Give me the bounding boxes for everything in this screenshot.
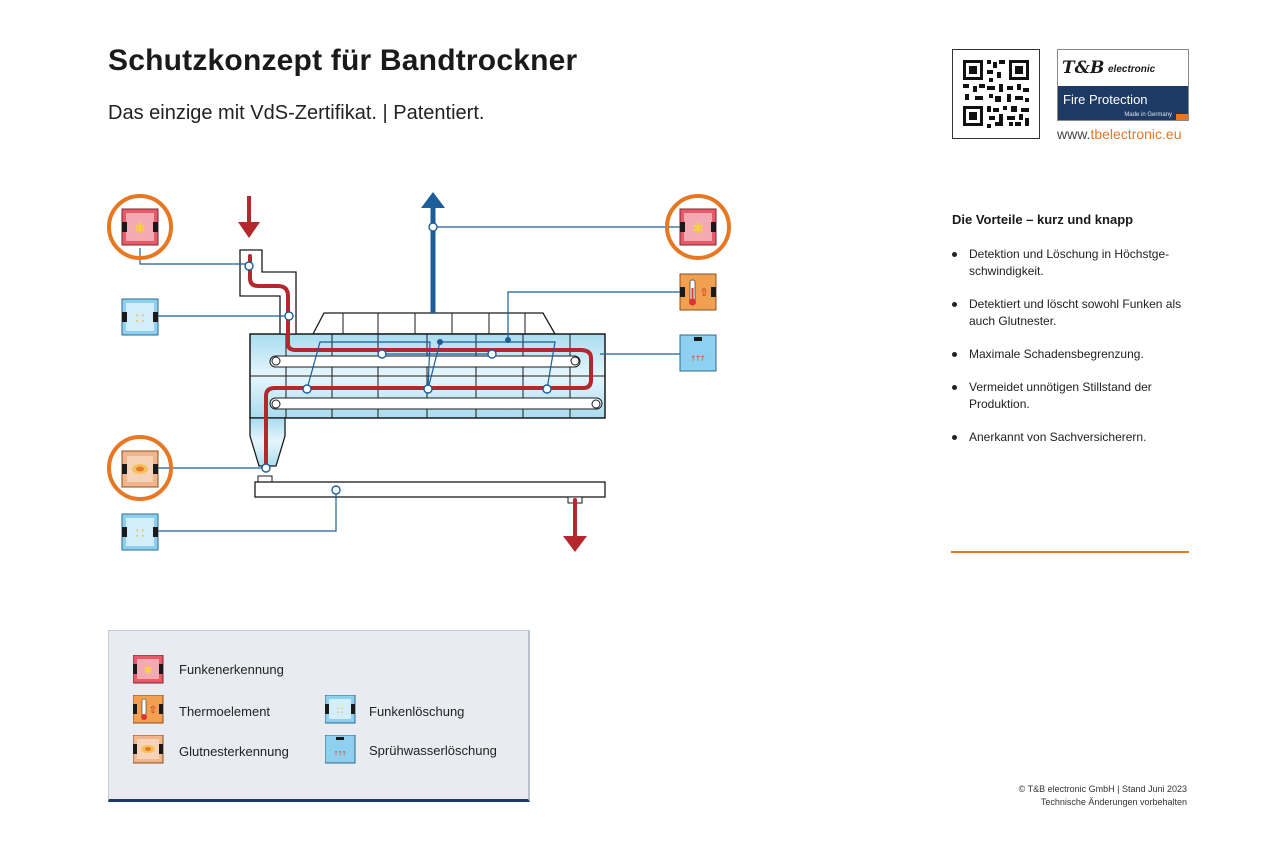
feed-arrow bbox=[238, 222, 260, 238]
belt-dryer-diagram: ✱ ∷ ✱ ⇧ ꜛꜛꜛ bbox=[107, 192, 731, 552]
company-logo[interactable]: T&B electronic Fire Protection Made in G… bbox=[1057, 49, 1189, 121]
highlight-ring bbox=[665, 194, 731, 260]
svg-text:∷: ∷ bbox=[337, 704, 344, 717]
spark-extinguishing-icon: ∷ bbox=[325, 695, 356, 724]
ember-detection-icon bbox=[133, 735, 164, 764]
spark-extinguishing-icon: ∷ bbox=[121, 298, 159, 336]
advantages-list: Detektion und Löschung in Höchstge-schwi… bbox=[952, 246, 1192, 462]
url-domain: tbelectronic.eu bbox=[1090, 126, 1182, 142]
spark-detection-icon: ✱ bbox=[133, 655, 164, 684]
url-prefix: www. bbox=[1057, 126, 1091, 142]
lower-belt bbox=[269, 397, 603, 410]
svg-text:ꜛꜛꜛ: ꜛꜛꜛ bbox=[334, 749, 346, 762]
advantage-item: Maximale Schadensbegrenzung. bbox=[952, 346, 1192, 363]
page-subtitle: Das einzige mit VdS-Zertifikat. | Patent… bbox=[108, 102, 485, 124]
advantage-item: Vermeidet unnötigen Stillstand der Produ… bbox=[952, 379, 1192, 413]
svg-text:∷: ∷ bbox=[136, 311, 145, 327]
copyright-text: © T&B electronic GmbH | Stand Juni 2023 bbox=[1018, 784, 1187, 794]
discharge-arrow bbox=[563, 536, 587, 552]
logo-accent bbox=[1176, 114, 1188, 120]
legend-label: Funkenlöschung bbox=[369, 704, 465, 719]
svg-text:∷: ∷ bbox=[136, 526, 145, 542]
footer: © T&B electronic GmbH | Stand Juni 2023 … bbox=[1019, 783, 1187, 809]
svg-text:✱: ✱ bbox=[134, 221, 146, 237]
legend-label: Funkenerkennung bbox=[179, 662, 284, 677]
ember-detection-icon bbox=[121, 450, 159, 488]
svg-text:ꜛꜛꜛ: ꜛꜛꜛ bbox=[691, 354, 706, 369]
upper-belt bbox=[269, 355, 581, 368]
exhaust-air-arrow bbox=[421, 192, 445, 208]
page-title: Schutzkonzept für Bandtrockner bbox=[108, 44, 578, 77]
feed-chute bbox=[239, 249, 297, 335]
spray-water-extinguishing-icon: ꜛꜛꜛ bbox=[325, 735, 356, 764]
spray-water-extinguishing-icon: ꜛꜛꜛ bbox=[679, 334, 717, 372]
spark-detection-icon: ✱ bbox=[121, 208, 159, 246]
highlight-ring bbox=[107, 194, 173, 260]
logo-made-in: Made in Germany bbox=[1124, 112, 1172, 118]
advantage-item: Anerkannt von Sachversicherern. bbox=[952, 429, 1192, 446]
thermocouple-icon: ⇧ bbox=[133, 695, 164, 724]
svg-text:✱: ✱ bbox=[143, 664, 152, 677]
svg-text:⇧: ⇧ bbox=[699, 286, 708, 299]
logo-brand-sub: electronic bbox=[1108, 64, 1156, 75]
legend-label: Sprühwasserlöschung bbox=[369, 743, 497, 758]
exhaust-hood bbox=[311, 312, 557, 335]
divider-line bbox=[951, 551, 1189, 553]
legend-label: Thermoelement bbox=[179, 704, 271, 719]
legend-label: Glutnesterkennung bbox=[179, 744, 289, 759]
logo-brand: T&B bbox=[1062, 58, 1105, 78]
advantage-item: Detektion und Löschung in Höchstge-schwi… bbox=[952, 246, 1192, 280]
legend-box: ✱ Funkenerkennung ⇧ Thermoelement Glutne… bbox=[108, 630, 530, 802]
website-link[interactable]: www.tbelectronic.eu bbox=[1057, 126, 1182, 142]
svg-text:⇧: ⇧ bbox=[149, 705, 157, 716]
advantage-item: Detektiert und löscht sowohl Funken als … bbox=[952, 296, 1192, 330]
highlight-ring bbox=[107, 435, 173, 501]
svg-text:✱: ✱ bbox=[692, 221, 704, 237]
logo-product: Fire Protection bbox=[1063, 92, 1148, 107]
spark-detection-icon: ✱ bbox=[679, 208, 717, 246]
qr-code[interactable] bbox=[952, 49, 1040, 139]
disclaimer-text: Technische Änderungen vorbehalten bbox=[1040, 797, 1187, 807]
advantages-title: Die Vorteile – kurz und knapp bbox=[952, 212, 1134, 227]
spark-extinguishing-icon: ∷ bbox=[121, 513, 159, 551]
discharge-conveyor bbox=[254, 481, 606, 498]
thermocouple-icon: ⇧ bbox=[679, 273, 717, 311]
